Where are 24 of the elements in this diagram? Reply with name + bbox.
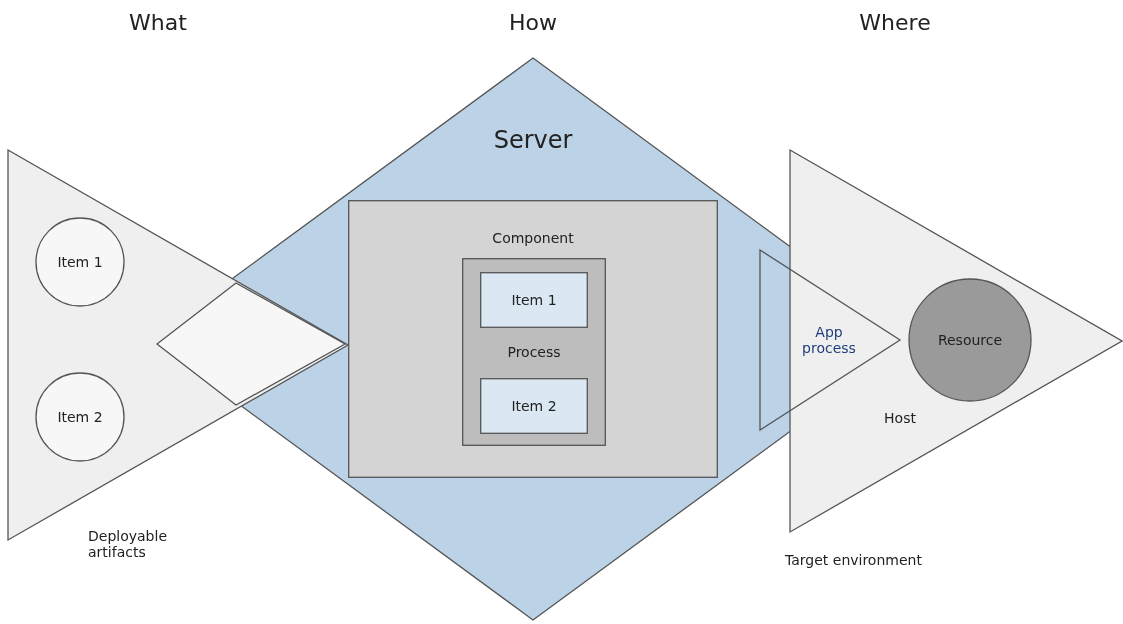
node-label: Item 2: [57, 409, 103, 425]
node-label: App process: [801, 324, 857, 356]
column-heading: How: [509, 10, 557, 35]
component-panel: [348, 200, 718, 478]
node-label: Item 1: [511, 292, 557, 308]
triangle-panel: [790, 150, 1122, 532]
node-label: Resource: [937, 332, 1003, 348]
circle-node: [35, 372, 125, 462]
node-label: Host: [884, 410, 916, 426]
diamond-shape: [157, 283, 345, 405]
node-label: Process: [507, 344, 561, 360]
circle-node: [35, 217, 125, 307]
node-label: Item 1: [57, 254, 103, 270]
item-box: [480, 272, 588, 328]
column-heading: Where: [859, 10, 931, 35]
column-heading: What: [129, 10, 187, 35]
caption-text: Target environment: [785, 552, 923, 568]
node-label: Item 2: [511, 398, 557, 414]
caption-text: Deployable artifacts: [88, 528, 168, 560]
node-label: Server: [493, 126, 573, 154]
item-box: [480, 378, 588, 434]
resource-circle: [908, 278, 1032, 402]
process-panel: [462, 258, 606, 446]
node-label: Component: [492, 230, 574, 246]
